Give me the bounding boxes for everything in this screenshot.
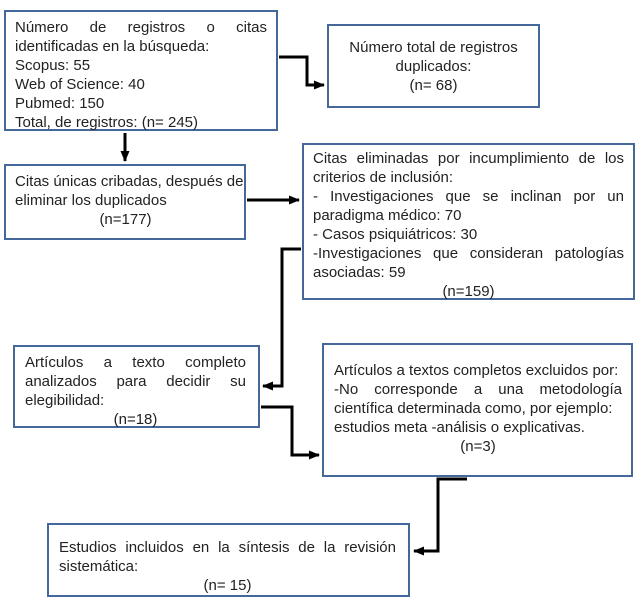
box-line: Total, de registros: (n= 245): [15, 114, 199, 131]
box-line: estudios meta -análisis o explicativas.: [334, 419, 585, 436]
box-fulltext-excluded: Artículos a textos completos excluidos p…: [322, 343, 633, 477]
connector-fulltext-to-fulltext-excluded: [261, 405, 320, 460]
box-line: (n=18): [113, 411, 158, 428]
box-line: Pubmed: 150: [15, 95, 105, 112]
box-duplicates-removed: Número total de registros duplicados: (n…: [327, 24, 540, 108]
box-line: Artículos a texto completo: [25, 354, 246, 371]
box-line: Estudios incluidos en la síntesis de la …: [59, 539, 396, 556]
box-line: criterios de inclusión:: [313, 169, 454, 186]
box-line: paradigma médico: 70: [313, 207, 462, 224]
box-line: -No corresponde a una metodología: [334, 381, 622, 398]
box-records-identified: Número de registros o citas identificada…: [4, 10, 278, 131]
box-line: Web of Science: 40: [15, 76, 145, 93]
box-citations-excluded-criteria: Citas eliminadas por incumplimiento de l…: [302, 143, 635, 300]
box-line: Número de registros o citas: [15, 19, 267, 36]
box-line: -Investigaciones que consideran patologí…: [313, 245, 624, 262]
connector-excluded-to-fulltext: [262, 247, 301, 391]
box-line: - Casos psiquiátricos: 30: [313, 226, 478, 243]
box-line: (n=159): [442, 283, 495, 300]
box-line: Citas únicas cribadas, después de: [15, 173, 244, 190]
connector-fulltext-excluded-to-included: [413, 477, 467, 556]
box-line: elegibilidad:: [25, 392, 105, 409]
box-line: eliminar los duplicados: [15, 192, 167, 209]
box-line: (n=177): [99, 211, 152, 228]
box-line: Número total de registros: [349, 39, 518, 56]
box-line: Artículos a textos completos excluidos p…: [334, 362, 619, 379]
connector-identified-to-duplicates: [279, 55, 325, 90]
box-line: - Investigaciones que se inclinan por un: [313, 188, 624, 205]
box-line: duplicados:: [395, 58, 472, 75]
box-line: sistemática:: [59, 558, 139, 575]
box-fulltext-assessed: Artículos a texto completo analizados pa…: [13, 345, 260, 428]
box-line: asociadas: 59: [313, 264, 406, 281]
box-line: Scopus: 55: [15, 57, 91, 74]
box-line: analizados para decidir su: [25, 373, 246, 390]
box-line: Citas eliminadas por incumplimiento de l…: [313, 150, 624, 167]
box-line: (n= 68): [409, 77, 458, 94]
box-line: identificadas en la búsqueda:: [15, 38, 210, 55]
box-line: científica determinada como, por ejemplo…: [334, 400, 613, 417]
box-studies-included: Estudios incluidos en la síntesis de la …: [47, 523, 410, 597]
box-unique-citations-screened: Citas únicas cribadas, después de elimin…: [4, 164, 246, 240]
box-line: (n=3): [460, 438, 496, 455]
box-line: (n= 15): [203, 577, 252, 594]
